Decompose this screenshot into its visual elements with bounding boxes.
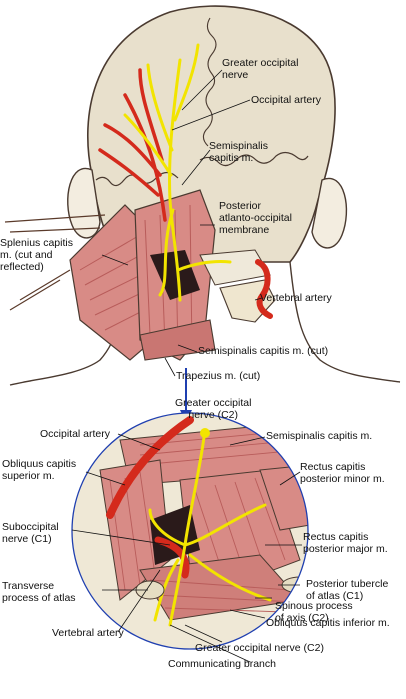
label-spinous-process-axis: Spinous process of axis (C2): [275, 600, 353, 624]
top-leader-lines: [101, 69, 263, 377]
label-suboccipital-nerve: Suboccipital nerve (C1): [2, 521, 59, 545]
label-greater-occipital-nerve: Greater occipital nerve: [222, 57, 299, 81]
label-posterior-atlanto-occipital-membrane: Posterior atlanto-occipital membrane: [219, 200, 292, 236]
label-occipital-artery: Occipital artery: [251, 94, 322, 106]
label-greater-occipital-nerve-c2-top: Greater occipital nerve (C2): [175, 397, 252, 421]
label-rectus-capitis-posterior-major: Rectus capitis posterior major m.: [303, 531, 388, 555]
stitch-lines: [4, 214, 106, 311]
right-ear: [311, 177, 348, 249]
suboccipital-region: [150, 250, 200, 300]
label-greater-occipital-nerve-c2-bottom: Greater occipital nerve (C2): [195, 642, 324, 654]
label-communicating-branch: Communicating branch: [168, 658, 276, 670]
left-ear: [67, 167, 101, 239]
label-vertebral-artery-detail: Vertebral artery: [52, 627, 124, 639]
label-trapezius-cut: Trapezius m. (cut): [176, 370, 261, 382]
sagittal-suture: [202, 17, 217, 147]
label-occipital-artery-detail: Occipital artery: [40, 428, 111, 440]
label-semispinalis-capitis-detail: Semispinalis capitis m.: [266, 430, 373, 442]
lambdoid-suture-right: [199, 151, 309, 167]
label-transverse-process-atlas: Transverse process of atlas: [2, 580, 76, 604]
label-posterior-tubercle-atlas: Posterior tubercle of atlas (C1): [306, 578, 389, 602]
label-semispinalis-capitis: Semispinalis capitis m.: [209, 140, 268, 164]
label-splenius-capitis: Splenius capitis m. (cut and reflected): [0, 237, 73, 273]
splenius-fibers: [79, 234, 161, 331]
label-obliquus-capitis-inferior: Obliquus capitis inferior m.: [266, 617, 390, 629]
top-head-view: [4, 5, 401, 386]
detail-view: [71, 412, 309, 663]
greater-occipital-nerve-top: [123, 43, 232, 302]
label-rectus-capitis-posterior-minor: Rectus capitis posterior minor m.: [300, 461, 385, 485]
trapezius-muscle-cut: [139, 319, 216, 361]
label-obliquus-capitis-superior: Obliquus capitis superior m.: [2, 458, 77, 482]
detail-leader-lines: [71, 433, 302, 663]
label-vertebral-artery-top: Vertebral artery: [260, 292, 332, 304]
occipital-artery-top: [98, 68, 167, 222]
vertebral-artery-top: [255, 259, 273, 319]
label-semispinalis-capitis-cut: Semispinalis capitis m. (cut): [198, 345, 329, 357]
detail-circle-outline: [71, 412, 309, 650]
